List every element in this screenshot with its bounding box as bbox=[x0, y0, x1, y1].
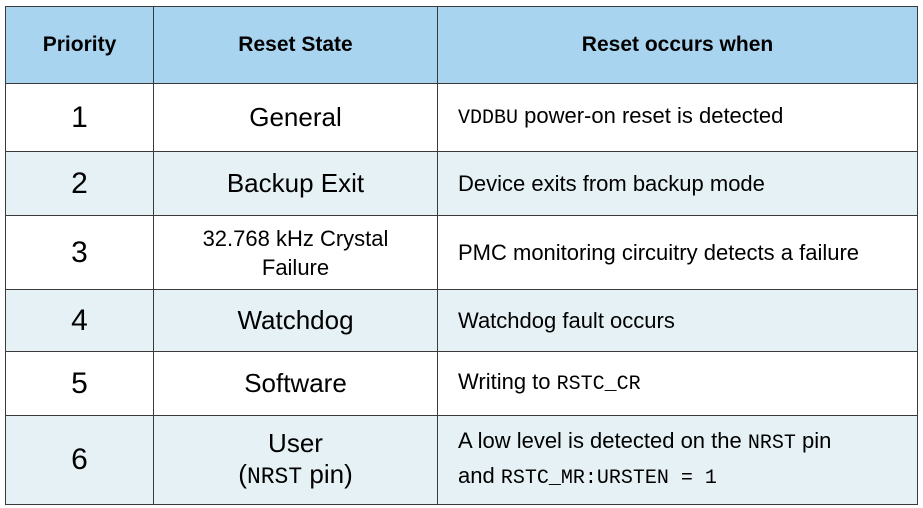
reset-condition-cell: A low level is detected on the NRST pin … bbox=[437, 415, 918, 505]
priority-cell: 1 bbox=[5, 83, 154, 152]
condition-text: power-on reset is detected bbox=[518, 103, 784, 128]
priority-cell: 6 bbox=[5, 415, 154, 505]
reset-priority-table-wrapper: Priority Reset State Reset occurs when 1… bbox=[5, 6, 918, 505]
condition-text-end: pin bbox=[795, 428, 832, 453]
reset-state-cell: Backup Exit bbox=[153, 151, 438, 216]
reset-state-cell: General bbox=[153, 83, 438, 152]
reset-condition-cell: VDDBU power-on reset is detected bbox=[437, 83, 918, 152]
register-field: RSTC_MR:URSTEN = 1 bbox=[500, 467, 717, 490]
pin-label: pin) bbox=[302, 458, 353, 489]
table-row: 3 32.768 kHz Crystal Failure PMC monitor… bbox=[5, 215, 918, 290]
reset-condition-cell: Watchdog fault occurs bbox=[437, 289, 918, 352]
signal-name: VDDBU bbox=[458, 107, 519, 130]
reset-state-line-2: (NRST pin) bbox=[154, 459, 437, 493]
table-row: 5 Software Writing to RSTC_CR bbox=[5, 351, 918, 416]
condition-line-2: and RSTC_MR:URSTEN = 1 bbox=[458, 460, 917, 495]
reset-state-cell: 32.768 kHz Crystal Failure bbox=[153, 215, 438, 290]
reset-state-line-1: 32.768 kHz Crystal bbox=[202, 225, 389, 251]
header-reset-occurs-when: Reset occurs when bbox=[437, 6, 918, 84]
table-header-row: Priority Reset State Reset occurs when bbox=[5, 6, 918, 84]
priority-cell: 3 bbox=[5, 215, 154, 290]
reset-priority-table: Priority Reset State Reset occurs when 1… bbox=[5, 6, 918, 505]
register-name: RSTC_CR bbox=[556, 373, 641, 396]
table-row: 6 User (NRST pin) A low level is detecte… bbox=[5, 415, 918, 505]
reset-condition-cell: PMC monitoring circuitry detects a failu… bbox=[437, 215, 918, 290]
pin-name: NRST bbox=[747, 432, 796, 455]
condition-line-1: A low level is detected on the NRST pin bbox=[458, 425, 917, 460]
reset-condition-cell: Writing to RSTC_CR bbox=[437, 351, 918, 416]
priority-cell: 2 bbox=[5, 151, 154, 216]
header-reset-state: Reset State bbox=[153, 6, 438, 84]
paren-open: ( bbox=[238, 458, 247, 489]
reset-condition-cell: Device exits from backup mode bbox=[437, 151, 918, 216]
table-row: 2 Backup Exit Device exits from backup m… bbox=[5, 151, 918, 216]
reset-state-line-2: Failure bbox=[261, 254, 330, 280]
table-row: 1 General VDDBU power-on reset is detect… bbox=[5, 83, 918, 152]
reset-state-cell: Watchdog bbox=[153, 289, 438, 352]
priority-cell: 4 bbox=[5, 289, 154, 352]
reset-state-cell: Software bbox=[153, 351, 438, 416]
priority-cell: 5 bbox=[5, 351, 154, 416]
condition-text: A low level is detected on the bbox=[458, 428, 748, 453]
table-row: 4 Watchdog Watchdog fault occurs bbox=[5, 289, 918, 352]
pin-name: NRST bbox=[246, 463, 303, 490]
header-priority: Priority bbox=[5, 6, 154, 84]
reset-state-line-1: User bbox=[268, 427, 323, 458]
reset-state-cell: User (NRST pin) bbox=[153, 415, 438, 505]
condition-text: and bbox=[458, 463, 501, 488]
condition-text: Writing to bbox=[458, 369, 557, 394]
